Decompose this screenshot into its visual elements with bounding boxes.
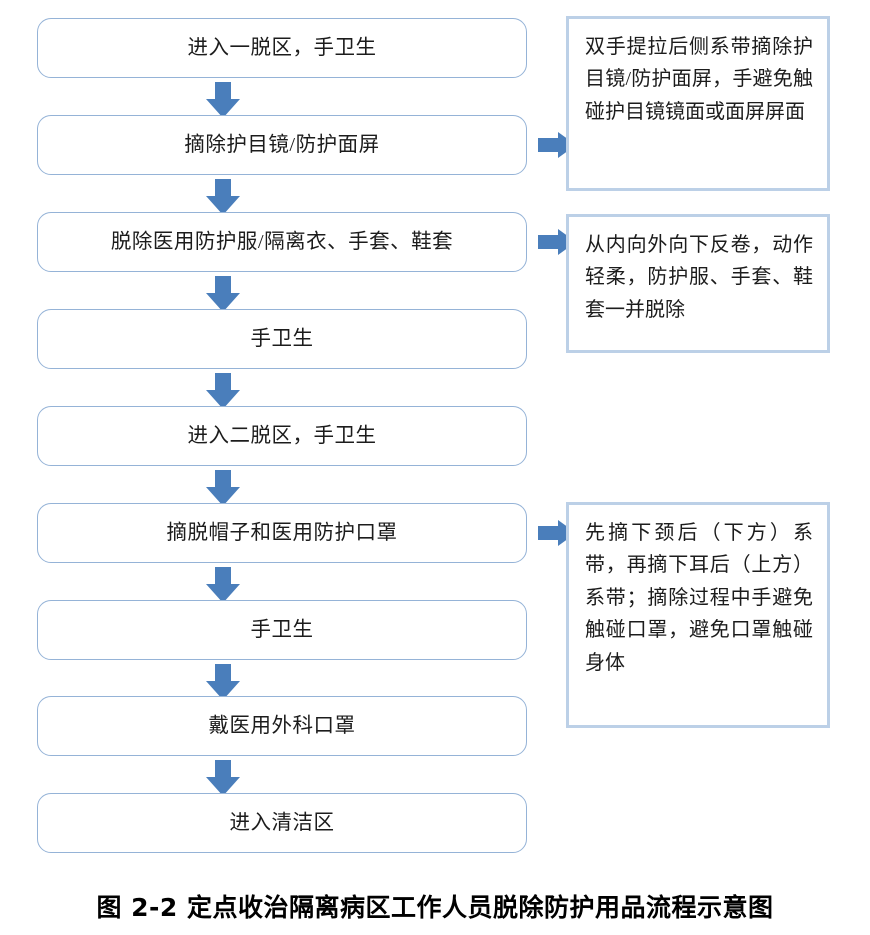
flow-step-7[interactable]: 手卫生 [37,600,527,660]
flow-step-label: 摘脱帽子和医用防护口罩 [166,521,398,544]
flow-step-label: 进入二脱区，手卫生 [187,424,377,447]
flow-step-label: 摘除护目镜/防护面屏 [184,133,380,156]
arrow-down-icon [206,82,240,118]
note-text: 双手提拉后侧系带摘除护目镜/防护面屏，手避免触碰护目镜镜面或面屏屏面 [585,36,813,123]
flow-step-8[interactable]: 戴医用外科口罩 [37,696,527,756]
flow-step-label: 手卫生 [250,327,314,350]
flow-step-label: 脱除医用防护服/隔离衣、手套、鞋套 [110,230,454,253]
flow-step-1[interactable]: 进入一脱区，手卫生 [37,18,527,78]
flow-step-6[interactable]: 摘脱帽子和医用防护口罩 [37,503,527,563]
arrow-down-icon [206,179,240,215]
flow-step-4[interactable]: 手卫生 [37,309,527,369]
flow-step-9[interactable]: 进入清洁区 [37,793,527,853]
flow-step-2[interactable]: 摘除护目镜/防护面屏 [37,115,527,175]
flow-step-label: 手卫生 [250,618,314,641]
arrow-down-icon [206,373,240,409]
note-text: 从内向外向下反卷，动作轻柔，防护服、手套、鞋套一并脱除 [585,234,813,321]
flow-step-label: 戴医用外科口罩 [208,714,356,737]
note-text: 先摘下颈后（下方）系带，再摘下耳后（上方）系带；摘除过程中手避免触碰口罩，避免口… [585,522,813,674]
arrow-down-icon [206,760,240,796]
flow-step-5[interactable]: 进入二脱区，手卫生 [37,406,527,466]
arrow-down-icon [206,664,240,700]
figure-caption: 图 2-2 定点收治隔离病区工作人员脱除防护用品流程示意图 [96,893,774,922]
arrow-down-icon [206,470,240,506]
note-box-2: 从内向外向下反卷，动作轻柔，防护服、手套、鞋套一并脱除 [566,214,830,353]
arrow-down-icon [206,567,240,603]
flow-step-label: 进入一脱区，手卫生 [187,36,377,59]
note-box-1: 双手提拉后侧系带摘除护目镜/防护面屏，手避免触碰护目镜镜面或面屏屏面 [566,16,830,191]
arrow-down-icon [206,276,240,312]
flow-step-3[interactable]: 脱除医用防护服/隔离衣、手套、鞋套 [37,212,527,272]
note-box-3: 先摘下颈后（下方）系带，再摘下耳后（上方）系带；摘除过程中手避免触碰口罩，避免口… [566,502,830,728]
flow-step-label: 进入清洁区 [229,811,335,834]
